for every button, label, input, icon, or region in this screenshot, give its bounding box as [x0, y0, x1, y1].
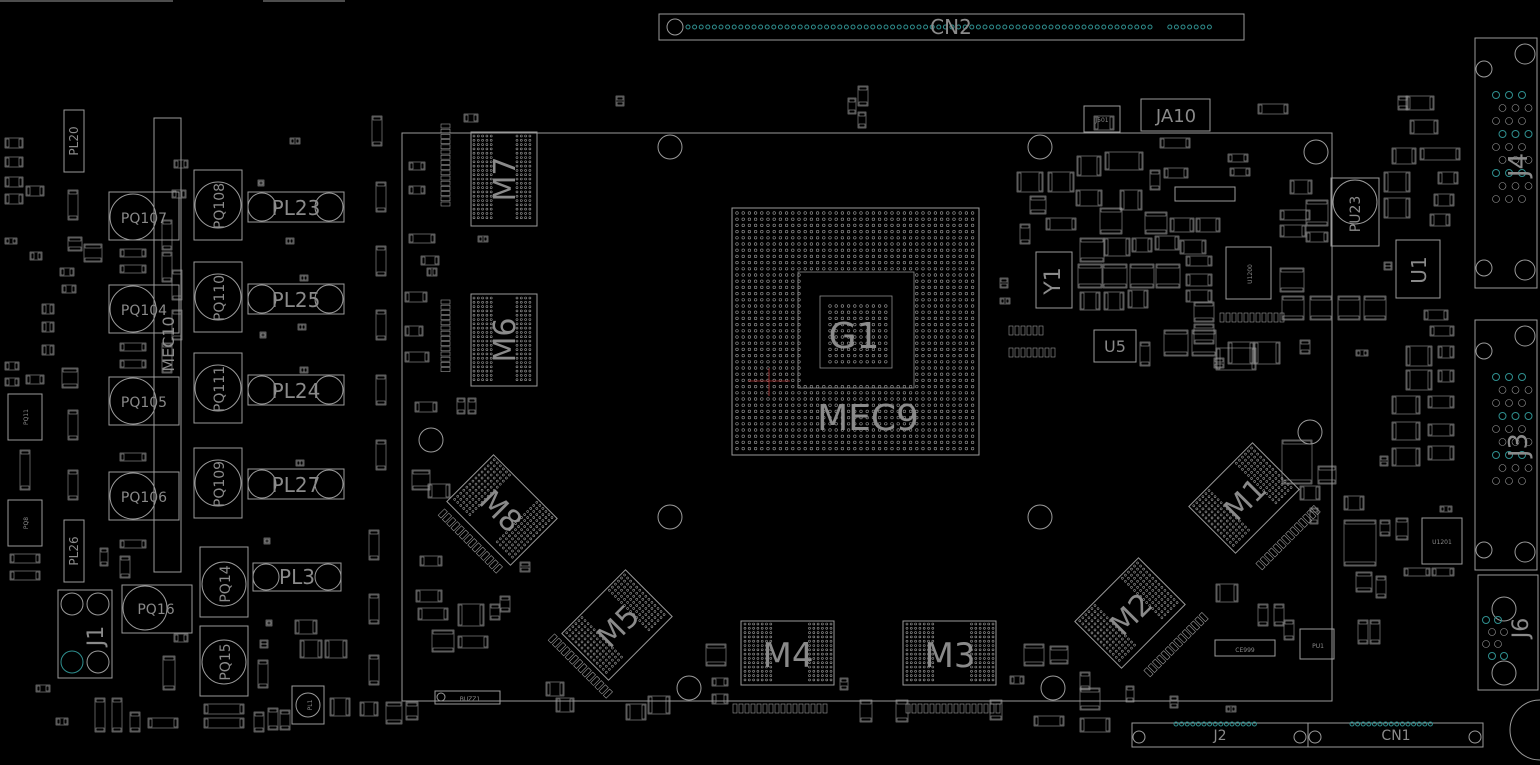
mosfet-pq15[interactable]: PQ15 [199, 625, 249, 697]
u5-label: U5 [1104, 337, 1126, 356]
pu1-label: PU1 [1312, 643, 1324, 650]
svg-text:PL27: PL27 [272, 473, 321, 497]
cap-arrays [437, 123, 1321, 714]
inductor-pl24[interactable]: PL24 [247, 374, 345, 406]
mosfet-pq107[interactable]: PQ107 [108, 191, 180, 241]
mosfet-pq110[interactable]: PQ110 [193, 261, 243, 333]
svg-text:PQ15: PQ15 [218, 643, 234, 680]
memory-m7[interactable]: M7 [470, 131, 538, 227]
svg-text:PL23: PL23 [272, 196, 321, 220]
mosfet-pq8[interactable]: PQ8 [7, 499, 43, 547]
connector-j6[interactable]: J6 [1477, 574, 1539, 691]
mosfet-pq111[interactable]: PQ111 [193, 352, 243, 424]
m6-label: M6 [488, 318, 523, 363]
svg-text:U1201: U1201 [1432, 539, 1452, 546]
connector-j1[interactable]: J1 [57, 589, 113, 679]
svg-text:PL26: PL26 [67, 536, 81, 565]
svg-text:U1: U1 [1407, 256, 1431, 283]
svg-text:PQ16: PQ16 [137, 602, 174, 618]
svg-text:CN1: CN1 [1381, 728, 1410, 744]
mounting-holes [418, 134, 1329, 701]
inductor-pl25[interactable]: PL25 [247, 283, 345, 315]
connector-cn2[interactable]: CN2 [658, 13, 1245, 41]
svg-text:PQ107: PQ107 [121, 211, 167, 227]
inductor-pl27[interactable]: PL27 [247, 468, 345, 500]
mosfet-pq16[interactable]: PQ16 [121, 584, 193, 634]
mosfet-pq105[interactable]: PQ105 [108, 376, 180, 426]
svg-text:J4: J4 [1504, 153, 1534, 179]
svg-text:PQ11: PQ11 [23, 409, 30, 425]
memory-m4[interactable]: M4 [740, 620, 835, 686]
buzz1-label: BUZZ1 [460, 696, 481, 703]
svg-text:PQ8: PQ8 [23, 517, 30, 529]
m7-label: M7 [488, 157, 523, 202]
svg-text:PQ109: PQ109 [212, 461, 228, 507]
inductor-pl23[interactable]: PL23 [247, 191, 345, 223]
m3-label: M3 [925, 636, 976, 676]
connector-cn1[interactable]: CN1 [1307, 721, 1484, 748]
memory-m3[interactable]: M3 [902, 620, 997, 686]
cn2-label: CN2 [930, 15, 972, 39]
svg-text:PL25: PL25 [272, 288, 321, 312]
svg-text:PQ110: PQ110 [212, 275, 228, 321]
module-right-cluster: JA10 J501 U1200 U5 Y1 CE999 PU1 [404, 85, 1461, 733]
bga-g1[interactable]: G1 MEC9 [731, 207, 980, 456]
mosfet-pq104[interactable]: PQ104 [108, 284, 180, 334]
j501-label: J501 [1094, 117, 1108, 124]
ja10-label: JA10 [1155, 106, 1196, 127]
mosfet-pq106[interactable]: PQ106 [108, 471, 180, 521]
connector-j2[interactable]: J2 [1131, 721, 1309, 748]
mosfet-pq109[interactable]: PQ109 [193, 447, 243, 519]
svg-text:PQ104: PQ104 [121, 303, 167, 319]
memory-m8[interactable]: M8 [446, 454, 558, 566]
u1200-label: U1200 [1247, 264, 1254, 284]
svg-text:PQ14: PQ14 [218, 565, 234, 602]
pu23-regulator[interactable]: PU23 [1330, 177, 1380, 247]
mosfet-pq14[interactable]: PQ14 [199, 546, 249, 618]
inductor-pl3[interactable]: PL3 [252, 562, 342, 592]
svg-text:J2: J2 [1212, 728, 1226, 744]
svg-text:PL24: PL24 [272, 379, 321, 403]
buzzer-buzz1[interactable]: BUZZ1 [434, 690, 501, 705]
memory-m5[interactable]: M5 [561, 569, 673, 681]
m1-label: M1 [1217, 471, 1274, 528]
svg-text:PQ111: PQ111 [212, 366, 228, 412]
partial-circle [1509, 699, 1540, 761]
svg-text:PL20: PL20 [67, 126, 81, 155]
mec9-label: MEC9 [817, 398, 919, 439]
connector-j3[interactable]: J3 [1474, 319, 1538, 571]
memory-m6[interactable]: M6 [470, 293, 538, 387]
svg-text:PL3: PL3 [279, 565, 315, 589]
ce999-label: CE999 [1235, 647, 1255, 654]
m4-label: M4 [763, 636, 814, 676]
inductor-pl26[interactable]: PL26 [63, 519, 85, 583]
chip-u1201[interactable]: U1201 [1421, 517, 1463, 565]
m2-label: M2 [1103, 586, 1160, 643]
mosfet-pq11[interactable]: PQ11 [7, 393, 43, 441]
memory-m2[interactable]: M2 [1074, 557, 1186, 669]
connector-j4[interactable]: J4 [1474, 37, 1538, 289]
mosfet-pq108[interactable]: PQ108 [193, 169, 243, 241]
regulator-pl1[interactable]: PL1 [291, 685, 325, 725]
y1-label: Y1 [1041, 267, 1066, 295]
svg-text:PU23: PU23 [1348, 196, 1364, 233]
inductor-pl20[interactable]: PL20 [63, 109, 85, 173]
g1-label: G1 [829, 316, 880, 357]
svg-text:J6: J6 [1509, 618, 1534, 641]
power-section: MEC10 PQ107 PQ104 PQ105 PQ106 PQ108 PQ11… [4, 109, 419, 733]
chip-u1[interactable]: U1 [1395, 239, 1441, 299]
svg-text:J3: J3 [1504, 433, 1534, 459]
svg-text:PQ105: PQ105 [121, 395, 167, 411]
m8-label: M8 [472, 483, 529, 540]
m5-label: M5 [590, 598, 647, 655]
svg-text:PL1: PL1 [307, 699, 314, 710]
svg-text:PQ106: PQ106 [121, 490, 167, 506]
svg-text:J1: J1 [84, 626, 109, 649]
svg-text:PQ108: PQ108 [212, 183, 228, 229]
